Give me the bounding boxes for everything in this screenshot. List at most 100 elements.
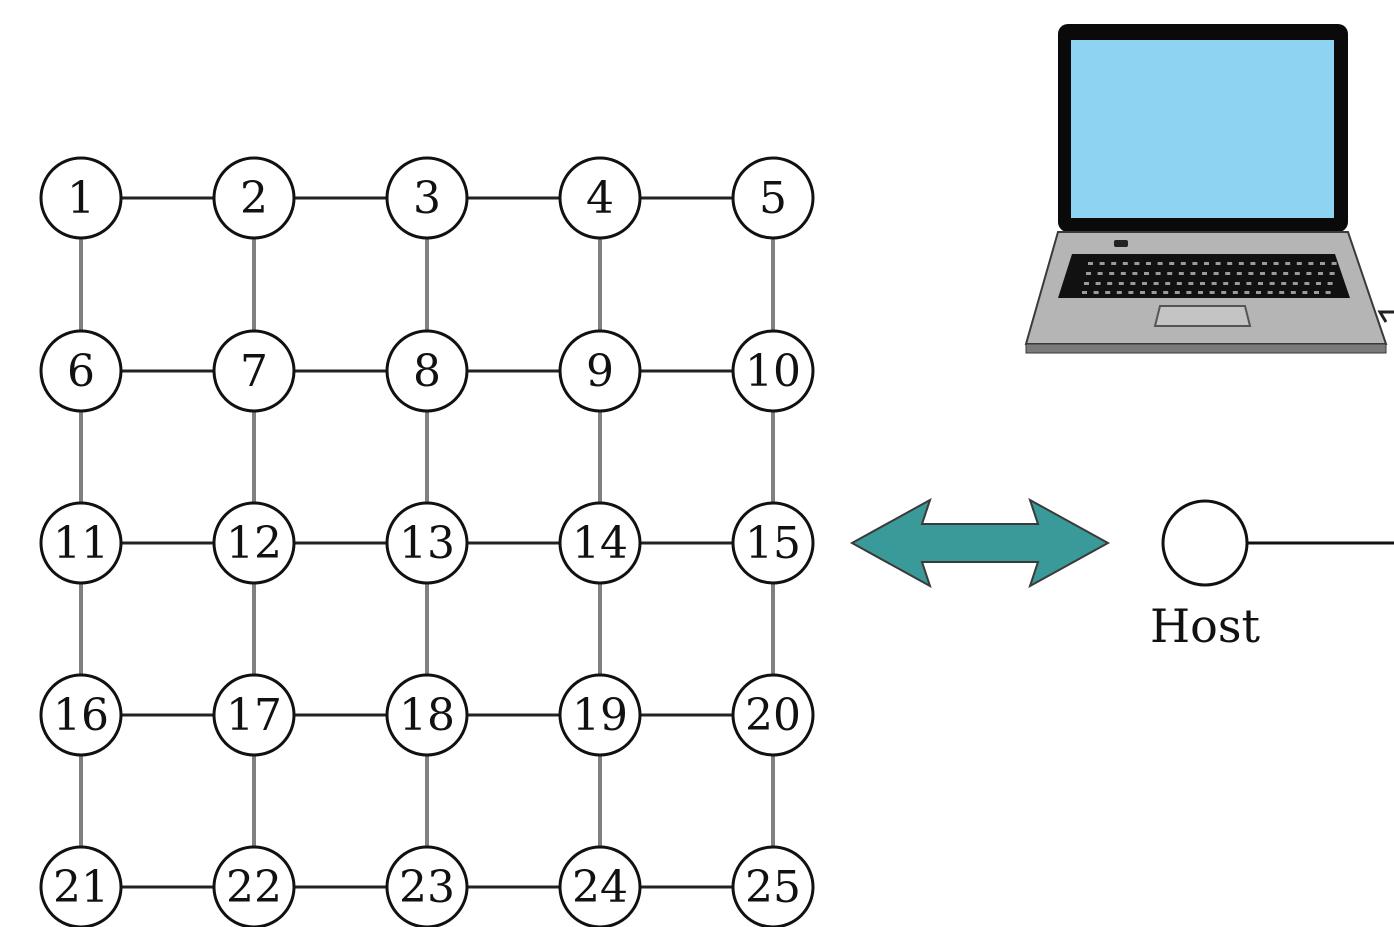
laptop-key bbox=[1304, 282, 1310, 285]
laptop-key bbox=[1302, 291, 1308, 294]
grid-node: 24 bbox=[558, 845, 642, 927]
grid-node-circle bbox=[212, 329, 296, 413]
laptop-key bbox=[1111, 262, 1117, 265]
grid-node-label: 25 bbox=[745, 862, 801, 913]
laptop-key bbox=[1107, 282, 1113, 285]
laptop-power-button bbox=[1114, 240, 1128, 247]
grid-node: 16 bbox=[39, 673, 123, 757]
grid-node: 3 bbox=[385, 156, 469, 240]
grid-node: 9 bbox=[558, 329, 642, 413]
grid-node: 7 bbox=[212, 329, 296, 413]
grid-node-circle bbox=[385, 845, 469, 927]
laptop-key bbox=[1223, 282, 1229, 285]
grid-node-label: 18 bbox=[399, 690, 455, 741]
laptop-key bbox=[1306, 272, 1312, 275]
grid-node-label: 20 bbox=[745, 690, 801, 741]
laptop-key bbox=[1167, 272, 1173, 275]
grid-node-circle bbox=[212, 501, 296, 585]
grid-node-label: 13 bbox=[399, 518, 455, 569]
laptop-key bbox=[1122, 262, 1128, 265]
laptop-key bbox=[1225, 272, 1231, 275]
laptop-key bbox=[1246, 282, 1252, 285]
laptop-key bbox=[1198, 291, 1203, 294]
grid-node-label: 23 bbox=[399, 862, 455, 913]
laptop-key bbox=[1146, 262, 1151, 265]
laptop-key bbox=[1128, 291, 1134, 294]
laptop-key bbox=[1292, 282, 1298, 285]
laptop-key bbox=[1178, 272, 1184, 275]
grid-node-circle bbox=[39, 673, 123, 757]
laptop-key bbox=[1163, 291, 1169, 294]
grid-node: 4 bbox=[558, 156, 642, 240]
laptop-key bbox=[1283, 272, 1289, 275]
laptop-key bbox=[1269, 282, 1275, 285]
laptop-key bbox=[1134, 262, 1140, 265]
laptop-key bbox=[1188, 282, 1194, 285]
grid-node-circle bbox=[731, 329, 815, 413]
laptop-key bbox=[1308, 262, 1314, 265]
laptop-key bbox=[1227, 262, 1233, 265]
laptop-key bbox=[1250, 262, 1256, 265]
laptop-key bbox=[1088, 262, 1093, 265]
laptop-key bbox=[1157, 262, 1163, 265]
laptop-key bbox=[1084, 282, 1089, 285]
grid-node: 14 bbox=[558, 501, 642, 585]
grid-node-circle bbox=[385, 673, 469, 757]
grid-node: 18 bbox=[385, 673, 469, 757]
grid-node: 6 bbox=[39, 329, 123, 413]
laptop-key bbox=[1213, 272, 1219, 275]
grid-node-circle bbox=[39, 501, 123, 585]
grid-node: 23 bbox=[385, 845, 469, 927]
grid-node: 20 bbox=[731, 673, 815, 757]
grid-node: 5 bbox=[731, 156, 815, 240]
laptop-key bbox=[1130, 282, 1136, 285]
laptop-key bbox=[1279, 291, 1285, 294]
grid-node-circle bbox=[731, 673, 815, 757]
laptop-key bbox=[1140, 291, 1145, 294]
laptop-key bbox=[1238, 262, 1244, 265]
grid-node: 8 bbox=[385, 329, 469, 413]
grid-node: 17 bbox=[212, 673, 296, 757]
grid-node-circle bbox=[731, 845, 815, 927]
grid-edges bbox=[79, 196, 775, 889]
laptop-key bbox=[1296, 262, 1302, 265]
laptop-key bbox=[1151, 291, 1157, 294]
grid-node-circle bbox=[558, 501, 642, 585]
grid-node-label: 5 bbox=[759, 173, 787, 224]
grid-node-label: 10 bbox=[745, 346, 801, 397]
laptop-key bbox=[1116, 291, 1122, 294]
laptop-key bbox=[1086, 272, 1091, 275]
grid-node-circle bbox=[385, 156, 469, 240]
laptop-key bbox=[1273, 262, 1279, 265]
laptop-key bbox=[1267, 291, 1273, 294]
laptop-key bbox=[1190, 272, 1196, 275]
laptop-key bbox=[1236, 272, 1242, 275]
grid-node-circle bbox=[558, 673, 642, 757]
laptop-key bbox=[1294, 272, 1300, 275]
grid-node: 15 bbox=[731, 501, 815, 585]
grid-node-circle bbox=[39, 329, 123, 413]
laptop-cable bbox=[1377, 310, 1394, 323]
grid-node: 1 bbox=[39, 156, 123, 240]
laptop-key bbox=[1215, 262, 1221, 265]
grid-node-circle bbox=[39, 156, 123, 240]
grid-node: 10 bbox=[731, 329, 815, 413]
grid-node-label: 16 bbox=[53, 690, 109, 741]
laptop-key bbox=[1262, 262, 1267, 265]
grid-node-circle bbox=[212, 156, 296, 240]
grid-node-circle bbox=[731, 501, 815, 585]
grid-node-label: 4 bbox=[586, 173, 614, 224]
host-circle bbox=[1161, 499, 1249, 587]
laptop-key bbox=[1221, 291, 1227, 294]
laptop-key bbox=[1327, 282, 1333, 285]
grid-node-label: 24 bbox=[572, 862, 628, 913]
grid-node-label: 15 bbox=[745, 518, 801, 569]
laptop-key bbox=[1244, 291, 1250, 294]
grid-node-circle bbox=[558, 156, 642, 240]
laptop-key bbox=[1153, 282, 1159, 285]
laptop-key bbox=[1180, 262, 1186, 265]
laptop-key bbox=[1232, 291, 1238, 294]
grid-node: 13 bbox=[385, 501, 469, 585]
